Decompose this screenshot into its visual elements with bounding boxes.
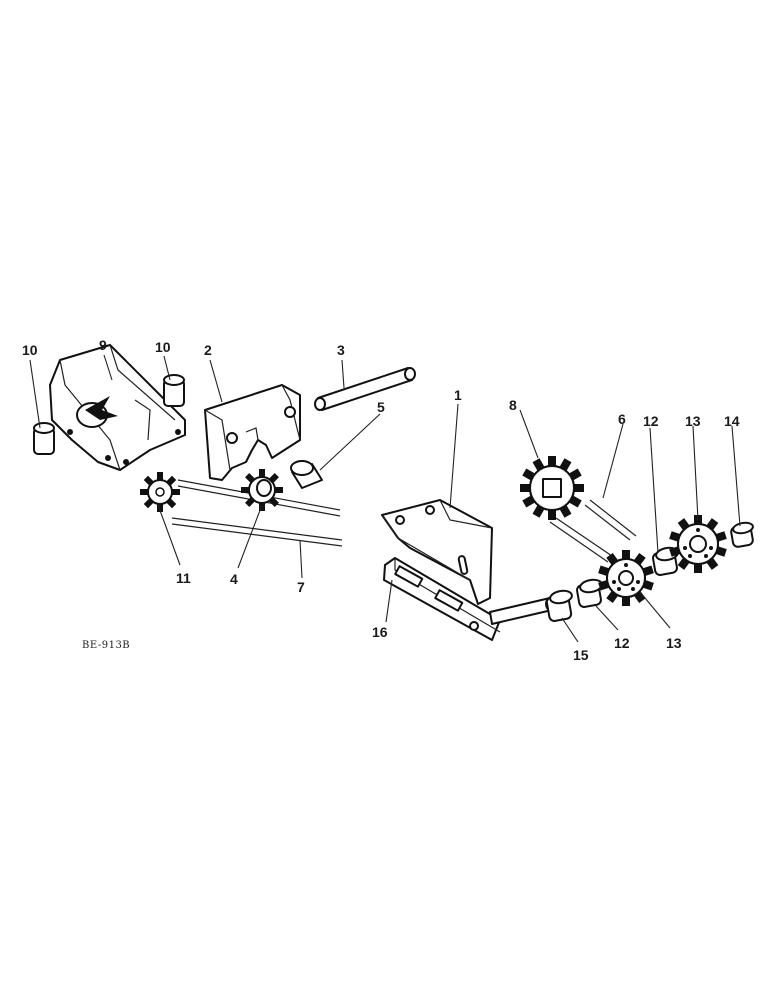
callout-4: 4 [230,571,238,587]
callout-5: 5 [377,399,385,415]
callout-1: 1 [454,387,462,403]
part-12-spacer-lower [576,578,603,608]
callout-11: 11 [176,570,191,586]
callout-9: 9 [99,337,107,353]
callout-10-right: 10 [155,339,171,355]
part-1-mount-bracket [381,499,493,605]
leader-lines [29,354,741,643]
part-10-bushing-right [163,374,185,407]
callout-14: 14 [724,413,740,429]
part-12-spacer-upper [652,546,679,576]
callout-6: 6 [618,411,626,427]
drawing-code: BE-913B [82,640,130,651]
part-3-shaft [314,367,416,411]
part-5-spacer [290,460,323,489]
callout-8: 8 [509,397,517,413]
part-14-bushing [730,521,754,548]
part-8-sprocket [520,456,584,520]
part-11-sprocket [140,472,180,512]
callout-7: 7 [297,579,305,595]
part-13-sprocket-lower [598,550,654,606]
part-16-plate [383,557,555,641]
part-10-bushing-left [33,422,55,455]
callout-2: 2 [204,342,212,358]
callout-3: 3 [337,342,345,358]
callout-10-left: 10 [22,342,38,358]
callout-13-lower: 13 [666,635,682,651]
callout-labels: 10 9 10 2 3 5 11 4 7 1 16 8 6 12 13 14 1… [22,337,740,663]
part-2-bracket [204,384,301,481]
part-13-sprocket-upper [669,515,727,573]
part-4-sprocket [241,469,283,511]
part-15-bushing [545,589,573,622]
callout-16: 16 [372,624,388,640]
callout-12-lower: 12 [614,635,630,651]
callout-12-upper: 12 [643,413,659,429]
callout-13-upper: 13 [685,413,701,429]
callout-15: 15 [573,647,589,663]
part-6-chain [549,499,637,563]
part-9-housing [49,344,186,471]
part-7-chain [171,479,343,547]
